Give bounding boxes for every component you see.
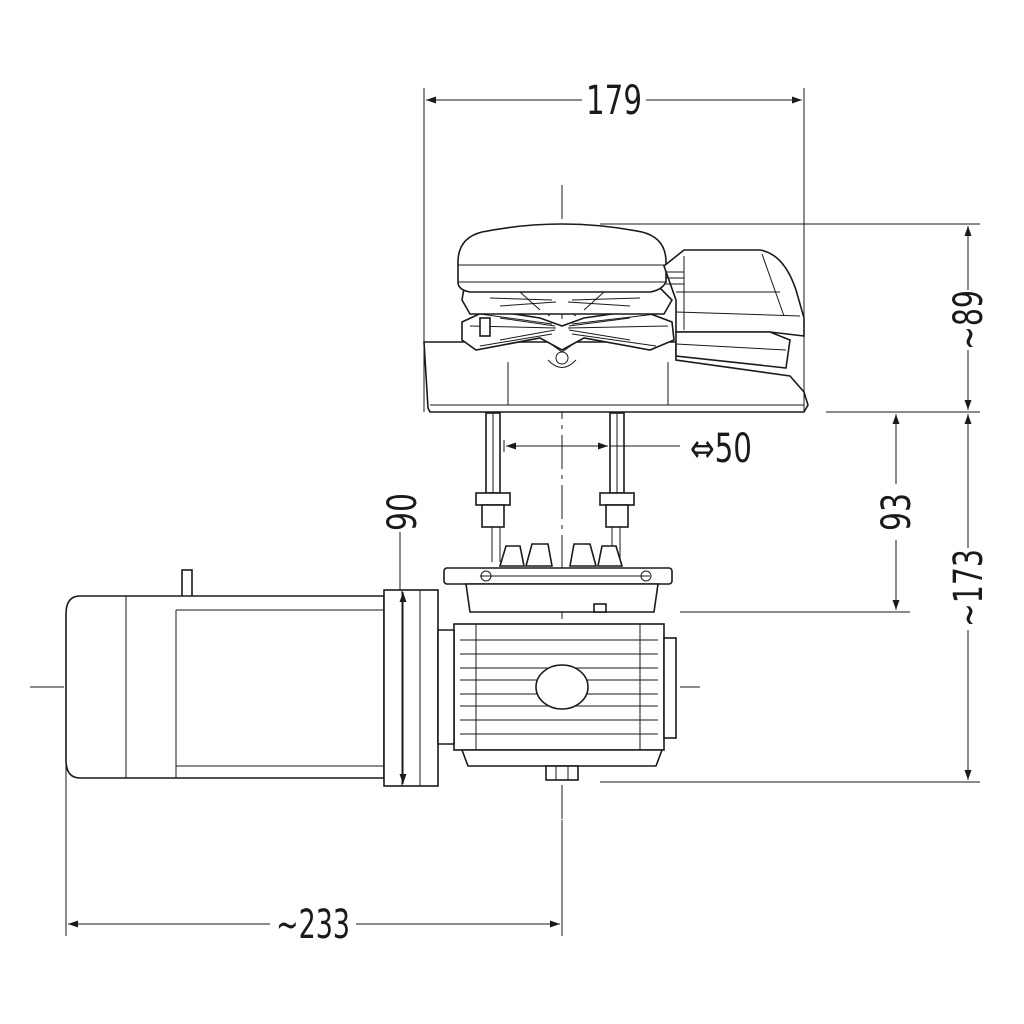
dim-flange: 90: [380, 493, 426, 531]
dim-overall-height: ~173: [946, 549, 992, 627]
dim-motor-length: ~233: [276, 902, 350, 948]
dim-deck-to-axis: 93: [874, 493, 920, 531]
electric-motor: [65, 569, 455, 787]
top-drum-unit: [423, 223, 809, 413]
gearbox: [443, 543, 677, 781]
mounting-studs: [475, 412, 635, 562]
dim-chain-gap: ⇔50: [690, 426, 752, 472]
dimensions: [65, 88, 980, 936]
dimension-labels: 179 ~89 ⇔50 93 ~173 90 ~233: [276, 78, 992, 948]
dim-height-top: ~89: [946, 290, 992, 350]
dim-width-top: 179: [586, 78, 642, 124]
